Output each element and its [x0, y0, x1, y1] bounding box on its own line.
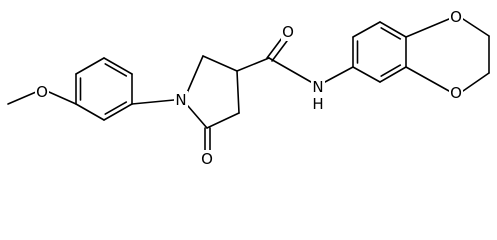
- ring-bond: [187, 105, 208, 129]
- methoxy-oxygen-label: O: [36, 83, 48, 101]
- phenyl-ring-bond: [103, 103, 133, 121]
- dioxane-bond: [462, 72, 490, 92]
- atom-bg: [35, 83, 49, 101]
- dioxane-bottom-oxygen-label: O: [450, 84, 462, 102]
- structure-canvas: O N O O N H O O: [7, 8, 490, 168]
- atom-bg: [174, 91, 188, 109]
- o-aryl-bond: [48, 91, 77, 105]
- lactam-oxygen-label: O: [201, 150, 213, 168]
- atom-bg: [311, 78, 325, 112]
- n-aryl-bond: [324, 66, 354, 83]
- ring-bond: [236, 70, 240, 114]
- benzo-ring-bond: [352, 21, 381, 38]
- molecule-drawing: O N O O N H O O: [7, 8, 490, 168]
- methyl-o-bond: [7, 91, 37, 105]
- phenyl-double-bond: [104, 101, 128, 115]
- amide-carbonyl-bond: [266, 37, 283, 59]
- atom-bg: [200, 150, 214, 168]
- phenyl-ring-bond: [75, 57, 105, 75]
- c3-amide-bond: [236, 57, 270, 72]
- amide-hydrogen-label: H: [312, 95, 323, 113]
- ring-bond: [202, 55, 238, 72]
- dioxane-bond: [462, 18, 490, 37]
- ring-nitrogen-label: N: [175, 91, 186, 109]
- atom-label-layer: O N O O N H O O: [35, 8, 463, 168]
- amide-cn-bond: [268, 57, 312, 83]
- phenyl-double-bond: [104, 63, 128, 77]
- benzo-double-bond: [380, 27, 402, 40]
- amide-nitrogen-label: N: [312, 78, 323, 96]
- atom-bg: [449, 8, 463, 26]
- phenyl-ring-bond: [103, 57, 133, 75]
- amide-carbonyl-bond: [271, 40, 288, 62]
- benzo-ring-bond: [379, 66, 407, 83]
- dioxane-bond: [405, 66, 450, 92]
- phenyl-ring-bond: [75, 103, 105, 121]
- aryl-n-bond: [131, 99, 175, 105]
- ring-bond: [186, 55, 204, 94]
- dioxane-top-oxygen-label: O: [450, 8, 462, 26]
- atom-bg: [281, 23, 295, 41]
- amide-oxygen-label: O: [282, 23, 294, 41]
- benzo-ring-bond: [379, 21, 407, 38]
- atom-bg: [449, 84, 463, 102]
- bond-layer: [7, 18, 490, 151]
- dioxane-bond: [405, 18, 450, 38]
- ring-bond: [206, 112, 240, 129]
- benzo-double-bond: [380, 64, 402, 77]
- benzo-ring-bond: [352, 66, 381, 83]
